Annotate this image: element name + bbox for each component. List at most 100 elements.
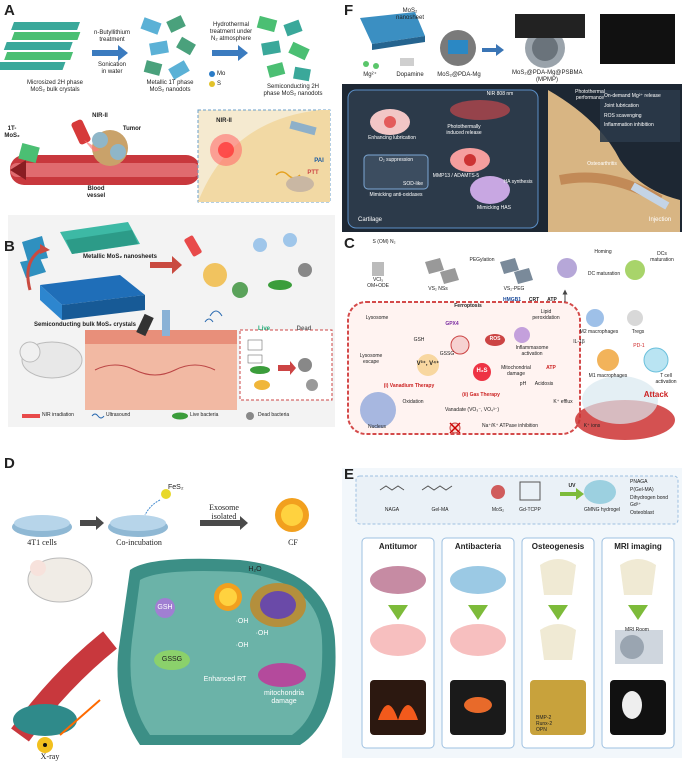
osteo-markers-label: BMP-2 Runx-2 OPN — [536, 715, 553, 733]
reagents-label: S (OM) N₂ — [372, 239, 396, 245]
ferroptosis-label: Ferroptosis — [454, 303, 482, 309]
bulk-crystals-label: Microsized 2H phase MoS₂ bulk crystals — [26, 80, 84, 93]
gssg-label: GSSG — [161, 656, 183, 663]
pai-label: PAI — [314, 158, 324, 164]
legend-dihydrogen: Dihydrogen bond — [630, 494, 669, 501]
nir-label: NIR-II — [92, 113, 108, 119]
syringe-icon — [630, 182, 670, 210]
lysosome-escape-label: Lysosome escape — [359, 353, 383, 365]
mito-damage-label: mitochondria damage — [263, 690, 305, 706]
mg-label: Mg²⁺ — [363, 72, 377, 78]
ros-label: ROS — [489, 336, 501, 342]
ph-label: pH — [519, 381, 527, 387]
col-mri-title: MRI imaging — [614, 542, 662, 551]
homing-label: Homing — [594, 249, 612, 255]
legend-dead: Dead bacteria — [258, 412, 290, 418]
feature-item: ROS scavenging — [604, 112, 642, 119]
nir2-label: NIR-II — [216, 118, 232, 124]
cells-label: 4T1 cells — [27, 538, 57, 547]
panel-c-graphics — [347, 258, 675, 440]
legend-live: Live bacteria — [190, 412, 219, 418]
photothermal-performance-label: Photothermal performance — [575, 89, 605, 101]
h2s-label: H₂S — [476, 368, 488, 374]
gas-therapy-label: (ii) Gas Therapy — [462, 392, 500, 398]
enhanced-rt-label: Enhanced RT — [203, 676, 247, 683]
atp-down-label: ATP — [546, 365, 556, 371]
flask-icon — [372, 262, 384, 276]
nanodots-2h-label: Semiconducting 2H phase MoS₂ nanodots — [263, 84, 323, 97]
arrow-icon — [150, 256, 182, 274]
nanodots-2h-icon — [256, 15, 311, 82]
metallic-label: Metallic MoS₂ nanosheets — [82, 254, 157, 260]
vcl3-label: VCl₃ OM+ODE — [367, 277, 389, 289]
mitochondria-icon — [258, 663, 306, 687]
gelma-structure-icon — [421, 485, 453, 491]
t1-label: T₁ — [647, 737, 653, 743]
legend-osteoblast: Osteoblast — [630, 510, 654, 516]
nanodots-1t-label: Metallic 1T phase MoS₂ nanodots — [146, 80, 194, 93]
gsh-icon — [155, 598, 175, 618]
column-antibacteria — [441, 537, 515, 749]
il1b-label: IL-1β — [573, 339, 585, 345]
crt-label: CRT — [528, 297, 540, 303]
nanosheet-icon — [360, 12, 425, 44]
arrow-icon — [80, 516, 104, 530]
mo-atom-icon — [209, 71, 215, 77]
gd-tcpp-label: Gd-TCPP — [519, 507, 541, 513]
feature-item: On-demand Mg²⁺ release — [604, 93, 661, 99]
laser-icon — [71, 119, 91, 145]
mri-room-label: MRI Room — [625, 627, 649, 633]
col-antibacteria-title: Antibacteria — [454, 542, 502, 551]
column-antitumor — [361, 537, 435, 749]
live-bacteria-icon — [172, 412, 188, 420]
panel-e-graphics — [342, 468, 682, 758]
structure-box-icon — [600, 14, 675, 64]
dc-icon — [557, 258, 577, 278]
ultrasound-legend-icon — [91, 413, 105, 419]
nir-808-label: NIR 808 nm — [486, 91, 514, 97]
flow-arrow-icon — [10, 160, 26, 180]
live-label: Live — [257, 326, 270, 332]
m1-label: M1 macrophages — [588, 373, 628, 379]
legend-s: S — [217, 81, 222, 87]
legend-pnaga: PNAGA — [630, 479, 648, 485]
step1-bottom-label: Sonication in water — [97, 62, 127, 75]
treg-icon — [627, 310, 643, 326]
ha-synthesis-label: HA synthesis — [503, 179, 533, 185]
has-icon — [470, 176, 510, 204]
col-antitumor-title: Antitumor — [378, 542, 418, 551]
enhancing-lubrication-label: Enhancing lubrication — [368, 135, 416, 141]
temperature-label-2: Temperature — [470, 737, 500, 743]
coincubation-label: Co-incubation — [116, 538, 162, 547]
cartilage-label: Cartilage — [357, 217, 382, 223]
nanosheet-label: MoS₂ nanosheet — [395, 8, 425, 21]
vessel-label: Blood vessel — [86, 186, 106, 199]
pegylation-label: PEGylation — [469, 257, 495, 263]
panel-label-f: F — [344, 2, 354, 19]
injection-label: Injection — [648, 217, 672, 223]
nir-legend-icon — [22, 414, 40, 418]
ros-icon — [485, 334, 505, 346]
tumor-icon — [13, 704, 77, 736]
legend-ultrasound: Ultrasound — [106, 412, 131, 418]
oh-label-3: ·OH — [235, 642, 249, 649]
step1-top-label: n-Butyllithium treatment — [93, 30, 130, 43]
attack-label: Attack — [643, 390, 669, 399]
vs2-label: VS₂ NSs — [428, 286, 448, 292]
panel-label-a: A — [4, 2, 15, 19]
legend-nir: NIR irradiation — [42, 412, 74, 418]
panel-e-legend: PNAGA P(Gel-MA) Dihydrogen bond Gd³⁺ Ost… — [630, 479, 680, 517]
tregs-label: Tregs — [631, 329, 645, 335]
panel-f-graphics — [342, 8, 682, 232]
atp-label: ATP — [547, 297, 557, 303]
lysosome-label: Lysosome — [365, 315, 389, 321]
gssg-icon — [154, 650, 190, 670]
dopamine-label: Dopamine — [396, 72, 424, 78]
hmgb1-label: HMGB1 — [502, 297, 522, 303]
cf-label: CF — [288, 538, 298, 547]
nanodots-1t-icon — [140, 15, 196, 80]
oxidation-label: Oxidation — [402, 399, 424, 405]
mos2-pda-mg-label: MoS₂@PDA-Mg — [437, 72, 481, 78]
ptt-label: PTT — [307, 170, 319, 176]
